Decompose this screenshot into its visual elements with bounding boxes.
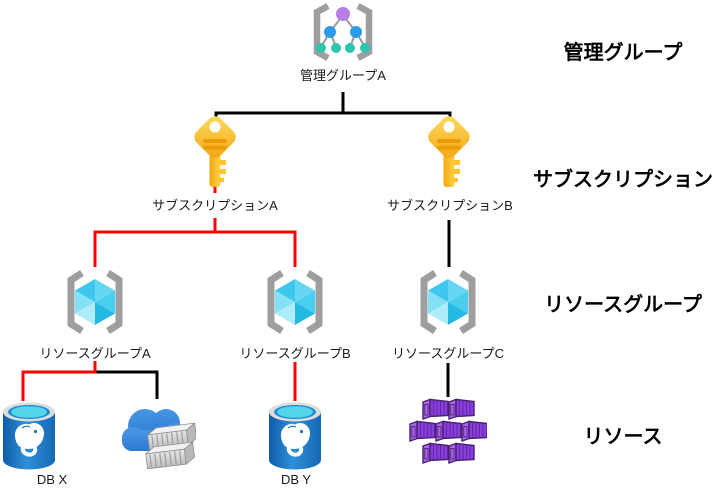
resource-group-b-label: リソースグループB	[239, 346, 351, 361]
subscription-b-key-icon	[420, 113, 478, 191]
resource-group-c-icon	[414, 266, 482, 338]
resource-group-a-icon	[61, 266, 129, 338]
edge-resourcegroup-a-to-db-x	[21, 361, 97, 401]
subscription-a-key-icon	[186, 113, 244, 191]
db-y-label: DB Y	[280, 472, 312, 487]
db-x-postgresql-icon	[1, 401, 57, 471]
row-label-resource-group: リソースグループ	[544, 294, 702, 316]
row-label-subscription: サブスクリプション	[533, 169, 713, 191]
db-x-label: DB X	[36, 472, 68, 487]
row-label-resource: リソース	[583, 426, 663, 448]
purple-containers-icon	[409, 398, 487, 464]
cloud-containers-icon	[118, 397, 196, 469]
resource-group-c-label: リソースグループC	[392, 346, 504, 361]
management-group-a-label: 管理グループA	[300, 68, 386, 83]
resource-group-b-icon	[261, 266, 329, 338]
subscription-a-label: サブスクリプションA	[152, 198, 278, 213]
management-group-icon	[308, 1, 378, 63]
subscription-b-label: サブスクリプションB	[387, 198, 513, 213]
edge-subscription-a-to-resourcegroups	[93, 218, 297, 267]
edge-managementgroup-to-subscriptions	[214, 92, 452, 125]
resource-group-a-label: リソースグループA	[39, 346, 151, 361]
row-label-management-group: 管理グループ	[563, 42, 683, 64]
db-y-postgresql-icon	[267, 401, 323, 471]
edge-resourcegroup-a-to-cloud	[95, 370, 159, 399]
